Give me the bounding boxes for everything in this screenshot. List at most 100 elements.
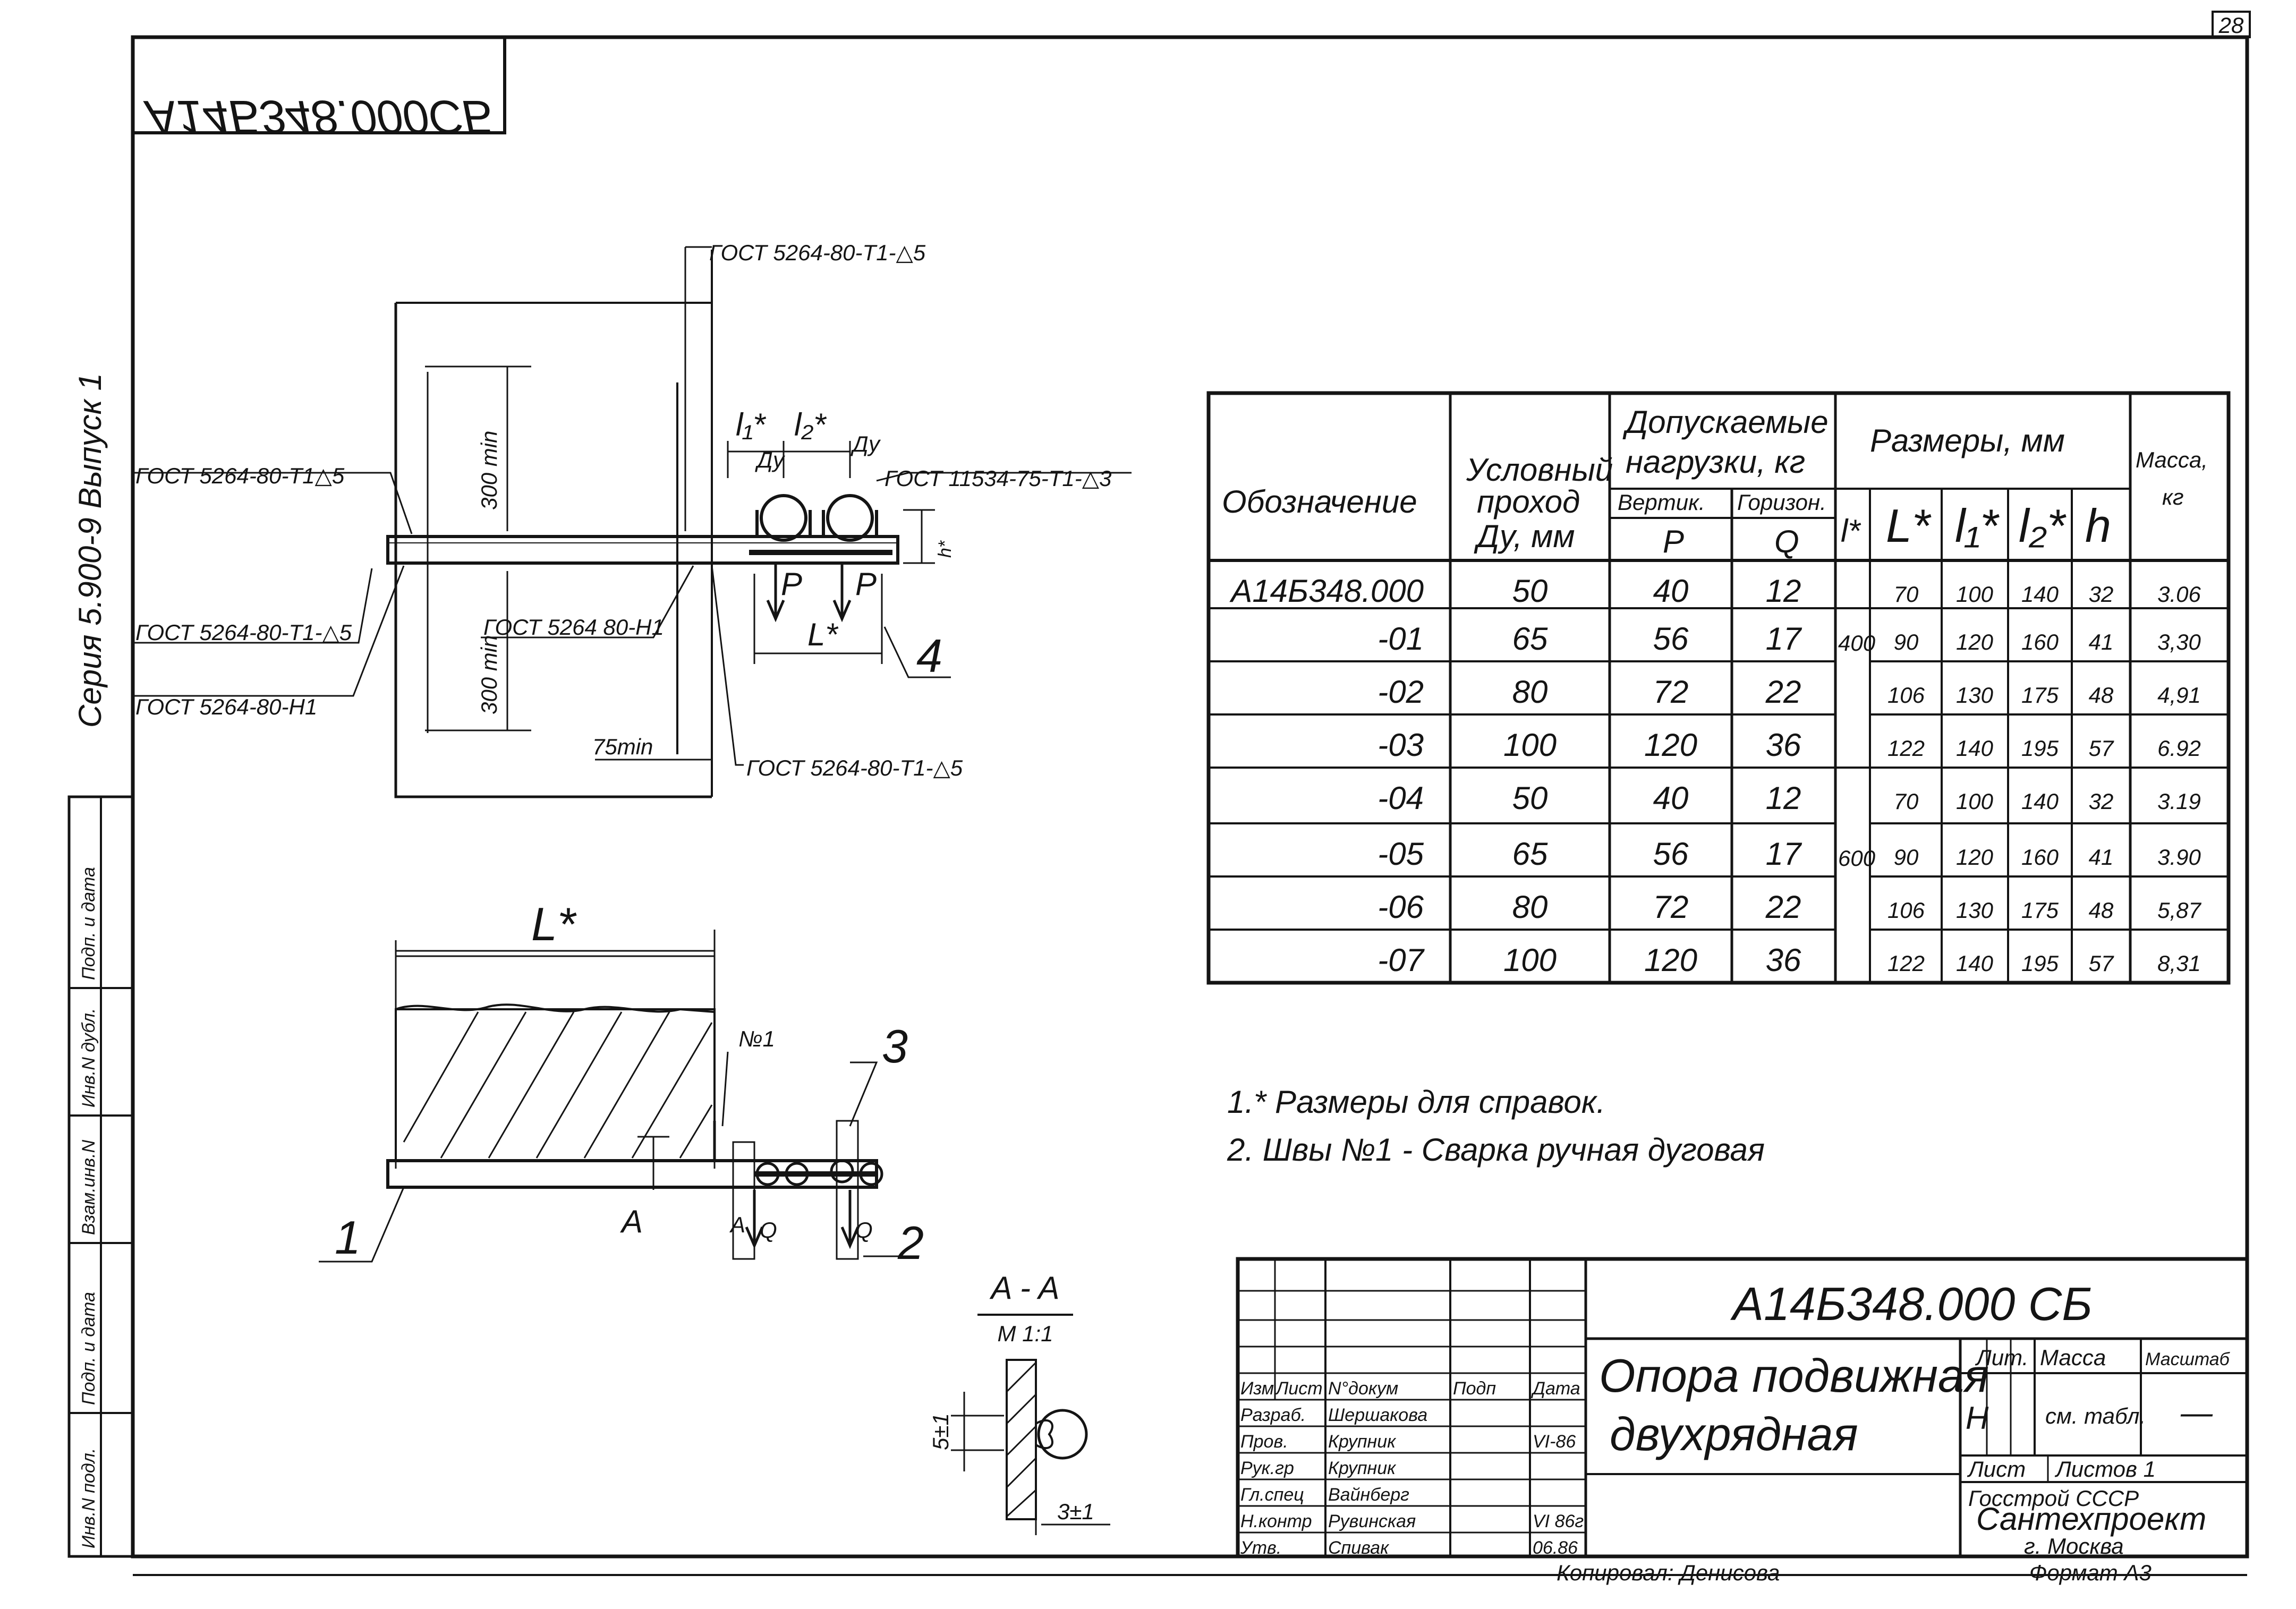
cell-h: 32 — [2089, 789, 2114, 814]
weld-mark: №1 — [738, 1026, 775, 1051]
tb-lit-head: Лит. — [1975, 1345, 2028, 1370]
dim-h: h* — [935, 540, 955, 558]
th-dims: Размеры, мм — [1870, 423, 2065, 458]
svg-text:Взам.инв.N: Взам.инв.N — [79, 1139, 99, 1235]
tb-head-date: Дата — [1530, 1378, 1580, 1399]
cell-q: 12 — [1766, 573, 1801, 609]
cell-nominal: 65 — [1512, 621, 1548, 657]
tb-head-sign: Подп — [1453, 1378, 1496, 1399]
th-nominal-1: Условный — [1466, 452, 1613, 488]
cell-q: 17 — [1766, 836, 1802, 872]
tb-date-3: 06.86 — [1533, 1538, 1578, 1558]
title-name-1: Опора подвижная — [1599, 1349, 1989, 1402]
cell-L: 106 — [1887, 683, 1925, 708]
cell-l2: 140 — [2021, 582, 2059, 607]
tb-head-izm: Изм — [1240, 1378, 1274, 1399]
cell-l2: 140 — [2021, 789, 2059, 814]
dim-L: L* — [807, 617, 838, 652]
tb-person-name: Крупник — [1328, 1458, 1397, 1478]
cell-l2: 195 — [2021, 951, 2059, 976]
cell-nominal: 80 — [1512, 889, 1548, 925]
tb-person-name: Крупник — [1328, 1432, 1397, 1452]
tb-org-2: Сантехпроект — [1976, 1501, 2206, 1537]
tb-person-name: Рувинская — [1328, 1511, 1416, 1531]
cell-l2: 195 — [2021, 736, 2059, 761]
cell-L: 70 — [1894, 582, 1919, 607]
cell-h: 41 — [2089, 629, 2114, 654]
cell-q: 22 — [1765, 674, 1801, 710]
weld-note-left-lower: ГОСТ 5264-80-Н1 — [135, 694, 317, 719]
cell-mass: 8,31 — [2157, 951, 2201, 976]
tb-sheets: Листов 1 — [2054, 1457, 2156, 1482]
weld-note-center: ГОСТ 5264 80-Н1 — [483, 615, 664, 640]
dim-300-up: 300 min — [477, 431, 501, 510]
side-view — [319, 930, 906, 1263]
cell-designation: -06 — [1377, 889, 1424, 925]
cell-h: 57 — [2089, 736, 2114, 761]
title-name-2: двухрядная — [1610, 1408, 1858, 1460]
dim-75min: 75min — [592, 734, 653, 759]
side-strip: Инв.N подл. Подп. и дата Взам.инв.N Инв.… — [67, 795, 134, 1558]
cell-l1: 120 — [1956, 629, 1994, 654]
title-code: А14Б348.000 СБ — [1730, 1278, 2092, 1330]
cell-mass: 3.90 — [2157, 845, 2201, 870]
cell-nominal: 80 — [1512, 674, 1548, 710]
th-mass-1: Масса, — [2136, 447, 2208, 472]
th-l: l* — [1841, 513, 1861, 549]
tb-role: Рук.гр — [1240, 1458, 1294, 1478]
th-loads-1: Допускаемые — [1622, 404, 1829, 440]
cell-mass: 5,87 — [2157, 898, 2201, 923]
cell-l1: 100 — [1956, 789, 1994, 814]
tb-role: Разраб. — [1240, 1405, 1306, 1425]
tb-lit: Н — [1966, 1400, 1989, 1436]
cell-p: 56 — [1653, 836, 1689, 872]
th-l2: l₂* — [2019, 499, 2067, 552]
svg-text:Инв.N подл.: Инв.N подл. — [79, 1448, 99, 1548]
th-L: L* — [1886, 499, 1932, 552]
clamp-label-2: Ду — [851, 431, 881, 456]
spec-table — [1206, 391, 2231, 985]
th-loads-2: нагрузки, кг — [1626, 444, 1805, 480]
cell-p: 72 — [1653, 674, 1689, 710]
cell-nominal: 65 — [1512, 836, 1548, 872]
section-aa — [951, 1314, 1110, 1535]
cell-q: 12 — [1766, 780, 1801, 816]
mirrored-stamp-code: А14Б348.000СБ — [143, 91, 492, 143]
svg-text:Подп. и дата: Подп. и дата — [79, 1292, 99, 1405]
svg-text:Подп. и дата: Подп. и дата — [79, 867, 99, 980]
dim-l1: l₁* — [736, 407, 766, 442]
th-p: P — [1663, 524, 1684, 559]
cell-l1: 140 — [1956, 736, 1994, 761]
section-title: A - A — [990, 1270, 1060, 1306]
tb-role: Н.контр — [1240, 1511, 1312, 1531]
tb-role: Гл.спец — [1240, 1485, 1304, 1505]
weld-note-top: ГОСТ 5264-80-Т1-△5 — [709, 240, 926, 265]
cell-mass: 3,30 — [2157, 629, 2201, 654]
th-nominal-3: Ду, мм — [1474, 518, 1575, 554]
cell-h: 32 — [2089, 582, 2114, 607]
cell-l1: 130 — [1956, 898, 1994, 923]
callout-1: 1 — [335, 1211, 361, 1264]
cell-designation: А14Б348.000 — [1229, 573, 1424, 609]
cell-designation: -07 — [1377, 942, 1425, 978]
cell-designation: -04 — [1377, 780, 1424, 816]
cell-p: 56 — [1653, 621, 1689, 657]
th-l1: l₁* — [1955, 499, 2000, 552]
cell-designation: -03 — [1377, 727, 1424, 763]
th-h: h — [2085, 499, 2111, 552]
cell-q: 36 — [1766, 942, 1801, 978]
tb-person-name: Шершакова — [1328, 1405, 1427, 1425]
th-horiz: Горизон. — [1737, 490, 1826, 515]
tb-head-list: Лист — [1275, 1378, 1323, 1399]
cell-h: 48 — [2089, 898, 2114, 923]
weld-note-clamp: ГОСТ 11534-75-Т1-△3 — [885, 466, 1111, 491]
load-p-1: P — [781, 566, 802, 602]
group-400: 400 — [1838, 631, 1876, 655]
cell-nominal: 50 — [1512, 780, 1548, 816]
